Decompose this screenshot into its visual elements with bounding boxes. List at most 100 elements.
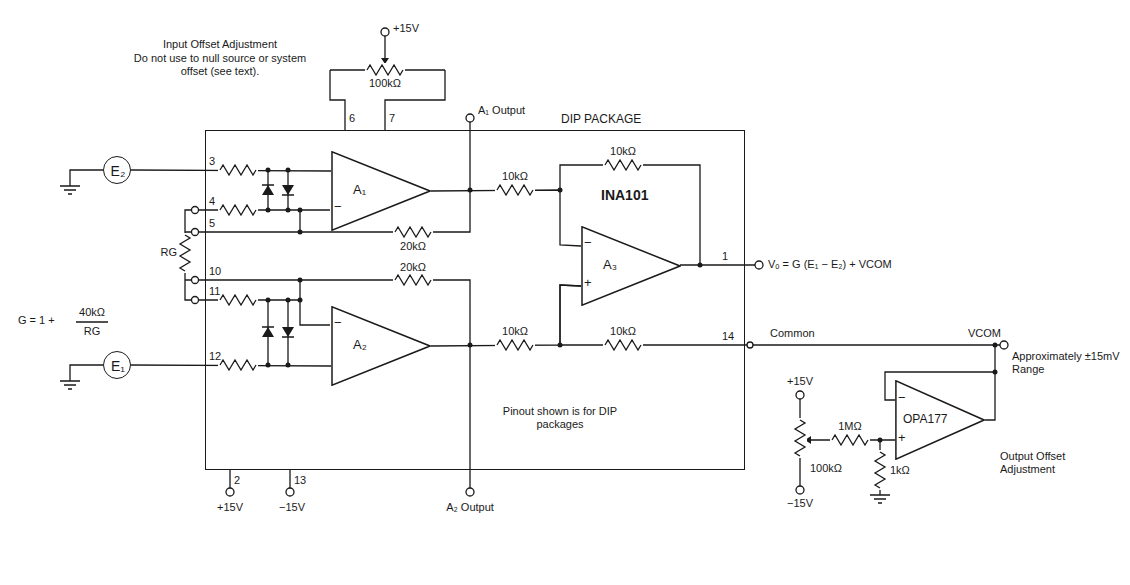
- circuit-label: −: [334, 200, 342, 215]
- junction-dot: [558, 188, 563, 193]
- circuit-label: 1kΩ: [890, 464, 910, 477]
- circuit-label: +: [898, 431, 906, 446]
- pin-number: 7: [389, 112, 395, 125]
- resistor-symbol: [393, 273, 433, 287]
- terminal-circle: [226, 488, 234, 496]
- wire: [470, 122, 755, 265]
- terminal-circle: [192, 277, 199, 284]
- terminal-circle: [466, 488, 474, 496]
- pin-number: 10: [209, 265, 221, 278]
- component-name: E₂: [111, 163, 126, 179]
- circuit-label: +: [584, 276, 592, 291]
- resistor-symbol: [218, 293, 258, 307]
- junction-dot: [993, 343, 998, 348]
- circuit-label: VCOM: [968, 327, 1001, 340]
- junction-dot: [698, 263, 703, 268]
- circuit-label: 10kΩ: [502, 325, 528, 338]
- junction-dot: [286, 208, 291, 213]
- terminal-circle: [192, 207, 199, 214]
- resistor-symbol: [495, 338, 535, 352]
- component-name: INA101: [601, 187, 648, 203]
- op-amp-outline: [582, 227, 680, 305]
- circuit-label: 10kΩ: [610, 325, 636, 338]
- op-amp-triangle: [331, 306, 431, 386]
- circuit-label: 20kΩ: [400, 240, 426, 253]
- pin-number: 3: [209, 155, 215, 168]
- op-amp-triangle: [895, 380, 985, 460]
- circuit-label: A₁ Output: [478, 104, 525, 117]
- circuit-label: Pinout shown is for DIP packages: [500, 405, 620, 430]
- wire: [70, 170, 103, 381]
- circuit-label: −: [584, 236, 592, 251]
- terminal-circle: [192, 28, 1009, 496]
- circuit-label: Vₒ = G (E₁ − E₂) + VCOM: [768, 258, 892, 271]
- circuit-label: 20kΩ: [400, 261, 426, 274]
- wire: [807, 372, 995, 495]
- resistor-symbol: [218, 163, 258, 177]
- resistor-symbol: [218, 203, 258, 217]
- circuit-label: 10kΩ: [502, 170, 528, 183]
- circuit-label: G = 1 +: [18, 314, 55, 327]
- wire: [330, 36, 445, 130]
- op-amp-outline: [332, 307, 430, 385]
- circuit-label: 100kΩ: [810, 462, 842, 475]
- junction-dot: [298, 208, 303, 213]
- op-amp-outline: [332, 152, 430, 230]
- terminal-circle: [1000, 341, 1008, 349]
- circuit-label: −: [334, 316, 342, 331]
- terminal-circle: [286, 488, 294, 496]
- circuit-label: RG: [84, 325, 101, 338]
- junction-dot: [298, 298, 303, 303]
- resistor-symbol: [178, 63, 887, 490]
- op-amp: A₂: [331, 306, 431, 386]
- resistor-symbol: [793, 418, 807, 458]
- circuit-label: +15V: [217, 501, 243, 514]
- pin-number: 5: [209, 217, 215, 230]
- circuit-label: 40kΩ: [79, 306, 105, 319]
- terminal-circle: [466, 114, 474, 122]
- component-name: A₁: [353, 183, 366, 198]
- junction-dot: [878, 438, 883, 443]
- pin-number: 4: [209, 195, 215, 208]
- diode-symbol: [262, 327, 274, 337]
- component-name: A₂: [353, 338, 367, 353]
- circuit-label: +15V: [787, 375, 813, 388]
- circuit-label: Common: [770, 327, 815, 340]
- arrowhead: [381, 58, 811, 444]
- circuit-label: −: [898, 391, 906, 406]
- component-name: E₁: [111, 358, 125, 374]
- junction-dot: [298, 230, 303, 235]
- resistor-symbol: [365, 63, 405, 77]
- junction-dot: [468, 343, 473, 348]
- pin-number: 11: [209, 285, 220, 298]
- terminal-circle: [755, 261, 763, 269]
- junction-dot: [266, 363, 271, 368]
- circuit-label: A₂ Output: [446, 501, 494, 514]
- diode-symbol: [262, 185, 274, 195]
- diode-symbol: [282, 185, 294, 195]
- junction-dot: [286, 298, 291, 303]
- circuit-label: Approximately ±15mV Range: [1012, 350, 1124, 375]
- ground-symbol: [60, 381, 80, 389]
- circuit-label: +15V: [393, 22, 419, 35]
- resistor-symbol: [603, 158, 643, 172]
- circuit-label: −15V: [279, 501, 305, 514]
- circuit-label: 1MΩ: [838, 420, 862, 433]
- op-amp: A₁: [331, 151, 431, 231]
- junction-dot: [993, 370, 998, 375]
- resistor-symbol: [495, 183, 535, 197]
- junction-dot: [558, 343, 563, 348]
- op-amp: A₃: [581, 226, 681, 306]
- op-amp-outline: [896, 381, 984, 459]
- junction-dot: [266, 298, 271, 303]
- signal-source: E₂: [103, 156, 131, 184]
- op-amp-triangle: [581, 226, 681, 306]
- component-name: OPA177: [903, 413, 947, 427]
- ground-symbol: [870, 495, 890, 503]
- pin-number: 1: [722, 250, 728, 263]
